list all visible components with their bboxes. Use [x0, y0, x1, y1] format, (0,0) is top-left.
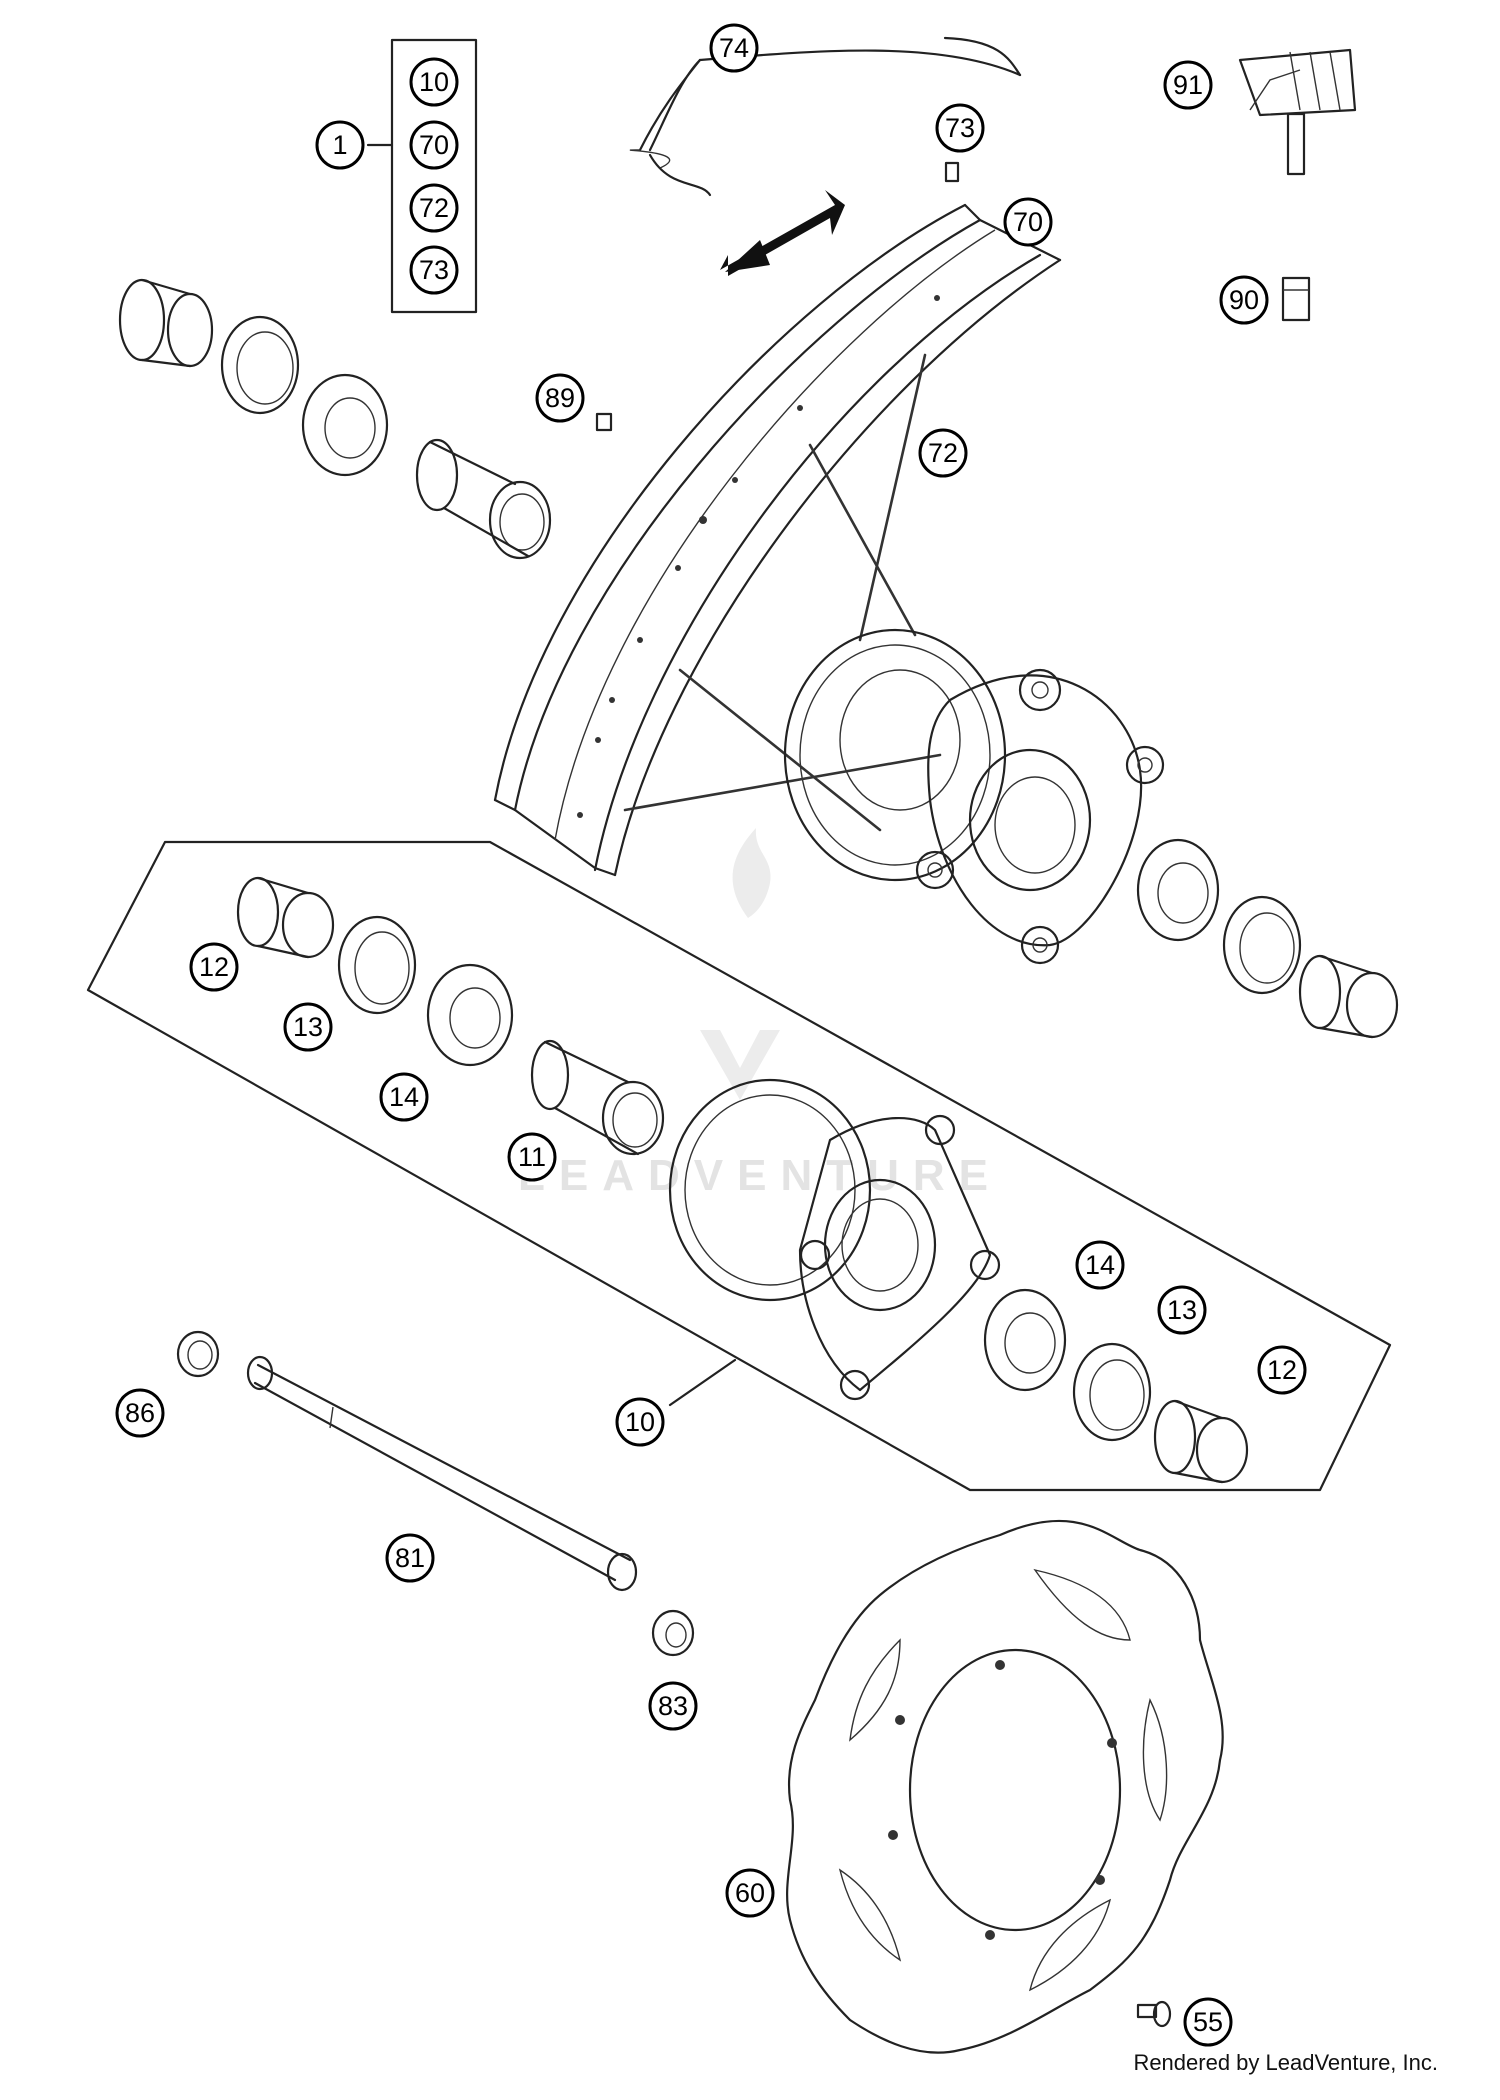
svg-text:10: 10	[625, 1407, 655, 1437]
callout-kit-70: 70	[409, 120, 459, 170]
callout-55: 55	[1183, 1997, 1233, 2047]
svg-text:13: 13	[1167, 1295, 1197, 1325]
axle	[176, 1330, 695, 1657]
callout-11: 11	[507, 1132, 557, 1182]
brake-disc	[786, 1519, 1224, 2054]
callout-14-left: 14	[379, 1072, 429, 1122]
callout-74: 74	[709, 23, 759, 73]
valve-core	[944, 161, 960, 183]
svg-text:72: 72	[928, 438, 958, 468]
callout-kit-73: 73	[409, 245, 459, 295]
svg-text:83: 83	[658, 1691, 688, 1721]
svg-text:70: 70	[1013, 207, 1043, 237]
svg-text:1: 1	[332, 130, 347, 160]
callout-89: 89	[535, 373, 585, 423]
svg-text:14: 14	[1085, 1250, 1115, 1280]
svg-text:90: 90	[1229, 285, 1259, 315]
panel-left-parts	[236, 876, 665, 1156]
svg-text:70: 70	[419, 130, 449, 160]
rotation-arrow-head	[725, 240, 770, 272]
svg-text:81: 81	[395, 1543, 425, 1573]
callout-86: 86	[115, 1388, 165, 1438]
svg-text:60: 60	[735, 1878, 765, 1908]
callout-70: 70	[1003, 197, 1053, 247]
spokes	[623, 353, 942, 832]
render-credit: Rendered by LeadVenture, Inc.	[1133, 2050, 1438, 2075]
callout-1: 1	[315, 120, 365, 170]
svg-text:86: 86	[125, 1398, 155, 1428]
watermark-text: LEADVENTURE	[518, 1151, 1002, 1200]
svg-text:73: 73	[945, 113, 975, 143]
callout-kit-72: 72	[409, 183, 459, 233]
svg-text:73: 73	[419, 255, 449, 285]
leader-line	[668, 1358, 737, 1407]
svg-text:13: 13	[293, 1012, 323, 1042]
callout-73: 73	[935, 103, 985, 153]
svg-text:72: 72	[419, 193, 449, 223]
svg-text:74: 74	[719, 33, 749, 63]
callout-72: 72	[918, 428, 968, 478]
callout-83: 83	[648, 1681, 698, 1731]
panel-hub	[668, 1078, 1001, 1401]
callout-12-right: 12	[1257, 1345, 1307, 1395]
svg-text:55: 55	[1193, 2007, 1223, 2037]
svg-text:11: 11	[518, 1142, 546, 1172]
nipple-part	[595, 412, 613, 432]
callout-13-right: 13	[1157, 1285, 1207, 1335]
callout-kit-10: 10	[409, 57, 459, 107]
watermark: LEADVENTURE	[518, 828, 1002, 1200]
callout-12-left: 12	[189, 942, 239, 992]
upper-right-parts	[1136, 838, 1399, 1039]
callout-91: 91	[1163, 60, 1213, 110]
panel-right-parts	[983, 1288, 1249, 1484]
svg-text:12: 12	[1267, 1355, 1297, 1385]
upper-left-parts	[118, 278, 552, 560]
kit-box	[366, 38, 478, 314]
rim	[493, 203, 1062, 877]
svg-text:89: 89	[545, 383, 575, 413]
exploded-view-panel	[86, 840, 1392, 1492]
svg-text:12: 12	[199, 952, 229, 982]
callout-90: 90	[1219, 275, 1269, 325]
callout-13-left: 13	[283, 1002, 333, 1052]
rim-lock-nut	[1281, 276, 1311, 322]
svg-text:14: 14	[389, 1082, 419, 1112]
callout-81: 81	[385, 1533, 435, 1583]
rim-lock	[1238, 48, 1357, 176]
disc-screw	[1136, 2000, 1172, 2028]
svg-text:91: 91	[1173, 70, 1203, 100]
callout-14-right: 14	[1075, 1240, 1125, 1290]
callout-60: 60	[725, 1868, 775, 1918]
upper-hub	[783, 628, 1165, 965]
callout-10: 10	[615, 1397, 665, 1447]
svg-text:10: 10	[419, 67, 449, 97]
